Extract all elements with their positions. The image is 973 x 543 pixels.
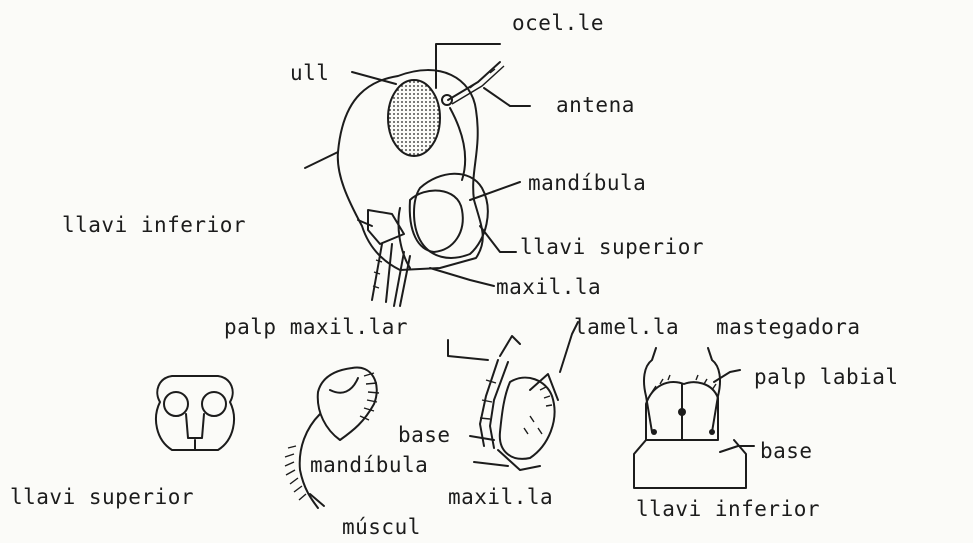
label-llavi-superior-head: llavi superior [520, 235, 704, 259]
head-drawing [305, 62, 504, 306]
label-palp-maxillar: palp maxil.lar [224, 315, 408, 339]
label-maxilla-part: maxil.la [448, 485, 553, 509]
label-ocelle: ocel.le [512, 11, 604, 35]
label-base-maxilla: base [398, 423, 451, 447]
label-mastegadora: mastegadora [716, 315, 861, 339]
mandible-drawing [410, 191, 463, 252]
label-llavi-inferior-head: llavi inferior [62, 213, 246, 237]
label-muscul: múscul [342, 515, 421, 539]
label-base-labium: base [760, 439, 813, 463]
label-maxilla-head: maxil.la [496, 275, 601, 299]
label-mandibula-head: mandíbula [528, 171, 646, 195]
part-labels: palp maxil.lar lamel.la mastegadora palp… [10, 315, 899, 539]
labium-detail [634, 348, 746, 488]
labrum-detail [156, 376, 234, 450]
maxilla-detail [480, 336, 558, 470]
label-antena: antena [556, 93, 635, 117]
label-ull: ull [290, 61, 329, 85]
label-llavi-superior-part: llavi superior [10, 485, 194, 509]
label-llavi-inferior-part: llavi inferior [636, 497, 820, 521]
compound-eye [388, 80, 440, 156]
label-mandibula-part: mandíbula [310, 453, 428, 477]
head-labels: ocel.le ull antena mandíbula llavi infer… [62, 11, 704, 299]
label-lamella: lamel.la [574, 315, 679, 339]
parts-leader-lines [310, 322, 754, 506]
label-palp-labial: palp labial [754, 365, 899, 389]
mandible-detail [285, 367, 379, 508]
